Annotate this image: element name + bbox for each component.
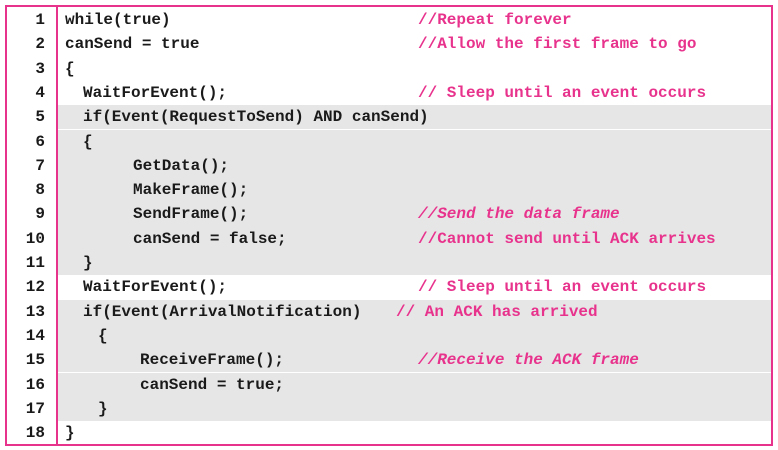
code-line: 2 canSend = true //Allow the first frame t… [7, 32, 771, 56]
code-area: { [58, 129, 771, 154]
code-text: { [65, 59, 75, 78]
code-text: MakeFrame(); [133, 181, 249, 200]
code-line: 3{ [7, 57, 771, 81]
line-number: 3 [35, 59, 45, 78]
code-line: 11} [7, 251, 771, 276]
code-line: 17} [7, 396, 771, 422]
code-area: { [58, 57, 771, 81]
line-number: 11 [25, 254, 45, 272]
code-comment: // An ACK has arrived [396, 302, 598, 321]
line-number: 12 [25, 278, 45, 297]
code-area: GetData(); [58, 153, 771, 179]
code-text: { [98, 326, 108, 345]
code-area: } [58, 251, 771, 276]
line-number: 18 [25, 424, 45, 443]
code-area: } [58, 421, 771, 445]
code-area: MakeFrame(); [58, 178, 771, 203]
code-line: 16 canSend = true; [7, 372, 771, 397]
code-text: WaitForEvent(); [83, 278, 228, 297]
code-area: } [58, 396, 771, 422]
code-line: 14 { [7, 323, 771, 349]
code-area: if(Event(ArrivalNotification) // An ACK h… [58, 299, 771, 324]
line-number: 7 [35, 156, 45, 175]
line-number: 17 [25, 399, 45, 418]
code-line: 8 MakeFrame(); [7, 178, 771, 203]
line-number: 9 [35, 205, 45, 224]
code-area: canSend = false; //Cannot send until ACK … [58, 226, 771, 251]
code-text: if(Event(ArrivalNotification) [83, 302, 362, 321]
code-text: SendFrame(); [133, 205, 249, 224]
code-comment: //Allow the first frame to go [418, 35, 697, 54]
gutter-divider [56, 7, 58, 444]
code-line: 7 GetData(); [7, 153, 771, 179]
line-number: 5 [35, 108, 45, 127]
code-line: 6{ [7, 129, 771, 154]
code-area: while(true) //Repeat forever [58, 8, 771, 32]
code-text: } [65, 424, 75, 443]
code-line: 9 SendFrame(); //Send the data frame [7, 202, 771, 227]
line-number: 4 [35, 83, 45, 102]
code-comment: // Sleep until an event occurs [418, 83, 707, 102]
code-line: 4 WaitForEvent(); // Sleep until an event … [7, 81, 771, 105]
line-number: 2 [35, 35, 45, 54]
code-area: { [58, 323, 771, 349]
code-text: WaitForEvent(); [83, 83, 228, 102]
code-comment: //Send the data frame [418, 205, 620, 224]
code-text: { [83, 132, 93, 151]
code-area: canSend = true; [58, 372, 771, 397]
code-text: if(Event(RequestToSend) AND canSend) [83, 108, 429, 127]
code-text: } [98, 399, 108, 418]
code-comment: //Receive the ACK frame [418, 351, 639, 370]
code-text: canSend = false; [133, 229, 287, 248]
line-number: 14 [25, 326, 45, 345]
code-text: canSend = true [65, 35, 200, 54]
code-line: 1 while(true) //Repeat forever [7, 8, 771, 32]
code-comment: //Cannot send until ACK arrives [418, 229, 716, 248]
line-number: 1 [35, 11, 45, 29]
line-number: 13 [25, 302, 45, 321]
code-area: if(Event(RequestToSend) AND canSend) [58, 105, 771, 130]
code-text: canSend = true; [140, 375, 285, 394]
line-number: 16 [25, 375, 45, 394]
code-line: 10 canSend = false; //Cannot send until AC… [7, 226, 771, 251]
code-text: GetData(); [133, 156, 230, 175]
code-area: SendFrame(); //Send the data frame [58, 202, 771, 227]
code-text: while(true) [65, 11, 171, 29]
line-number: 10 [25, 229, 45, 248]
code-comment: // Sleep until an event occurs [418, 278, 707, 297]
code-area: canSend = true //Allow the first frame to… [58, 32, 771, 56]
code-area: ReceiveFrame(); //Receive the ACK frame [58, 348, 771, 373]
code-area: WaitForEvent(); // Sleep until an event o… [58, 275, 771, 299]
code-listing: 1 while(true) //Repeat forever 2 canSend = t… [5, 5, 773, 446]
line-number: 6 [35, 132, 45, 151]
code-line: 5 if(Event(RequestToSend) AND canSend) [7, 105, 771, 130]
line-number: 15 [25, 351, 45, 370]
code-line: 18} [7, 421, 771, 445]
line-number: 8 [35, 181, 45, 200]
code-line: 15 ReceiveFrame(); //Receive the ACK frame [7, 348, 771, 373]
code-line: 12 WaitForEvent(); // Sleep until an event… [7, 275, 771, 299]
code-line: 13 if(Event(ArrivalNotification) // An ACK… [7, 299, 771, 324]
code-area: WaitForEvent(); // Sleep until an event o… [58, 81, 771, 105]
code-text: } [83, 254, 93, 272]
code-text: ReceiveFrame(); [140, 351, 285, 370]
code-comment: //Repeat forever [418, 11, 572, 29]
